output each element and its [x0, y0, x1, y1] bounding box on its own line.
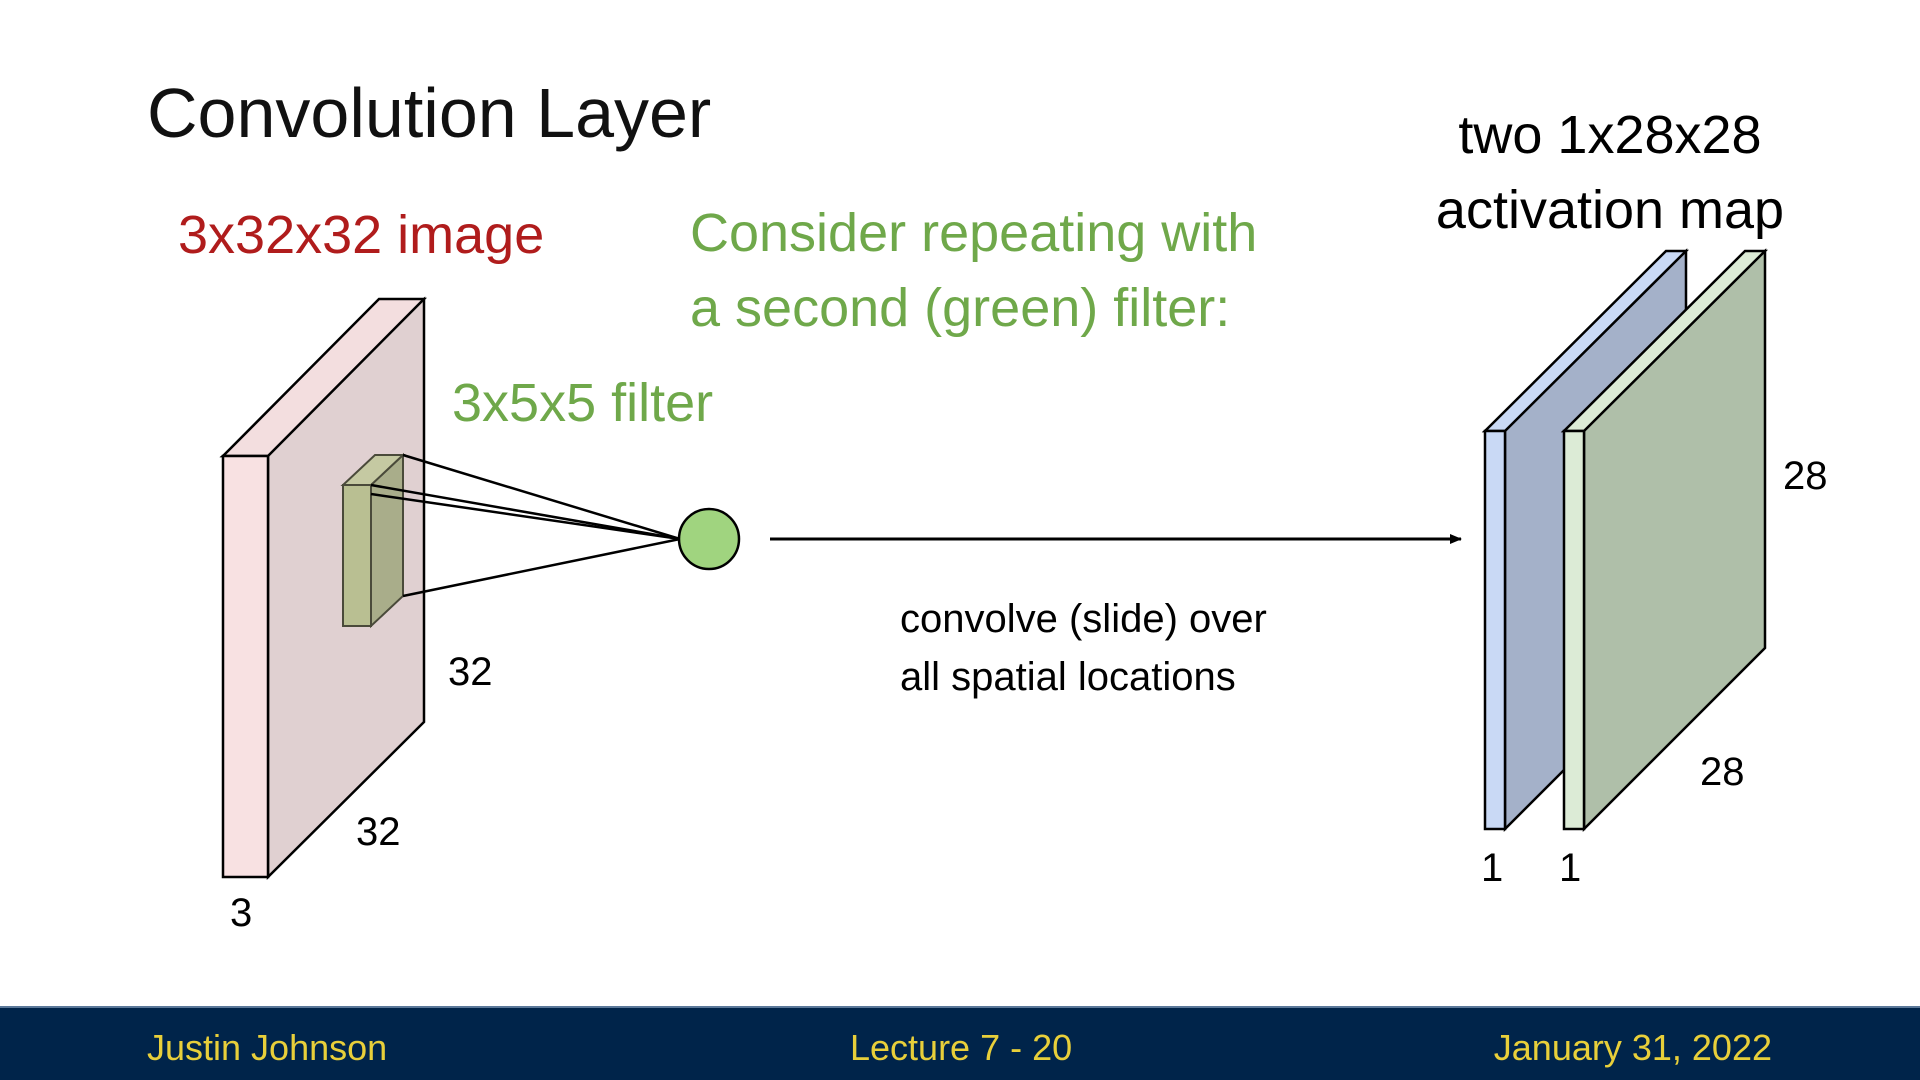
filter-connection-lines: [370, 453, 681, 598]
footer-lecture: Lecture 7 - 20: [850, 1027, 1073, 1068]
output-height-label: 28: [1783, 454, 1828, 498]
connection-line: [402, 453, 681, 541]
activation-map-label: two 1x28x28 activation map: [1390, 98, 1830, 248]
output-label-line-1: two 1x28x28: [1458, 105, 1762, 165]
output-width-label: 28: [1700, 750, 1745, 794]
convolve-note: convolve (slide) over all spatial locati…: [900, 590, 1267, 706]
activation-map-green: [1560, 248, 1769, 833]
slide-footer: Justin Johnson Lecture 7 - 20 January 31…: [0, 1006, 1920, 1080]
blue-map-depth-label: 1: [1481, 846, 1504, 890]
convolve-note-line-2: all spatial locations: [900, 655, 1236, 699]
neuron-circle: [677, 507, 741, 571]
connection-line: [402, 537, 681, 598]
convolution-diagram: [219, 248, 1769, 881]
green-map-depth-label: 1: [1559, 846, 1582, 890]
repeat-note-line-2: a second (green) filter:: [690, 278, 1231, 338]
connection-line: [370, 492, 681, 541]
input-height-label: 32: [448, 650, 493, 694]
filter-front-face: [342, 484, 372, 627]
convolve-note-line-1: convolve (slide) over: [900, 597, 1267, 641]
blue-map-front-edge: [1483, 429, 1507, 831]
connection-line: [370, 483, 681, 541]
input-depth-label: 3: [230, 891, 253, 935]
repeat-filter-note: Consider repeating with a second (green)…: [690, 196, 1257, 346]
footer-date: January 31, 2022: [1493, 1027, 1772, 1068]
input-image-label: 3x32x32 image: [178, 205, 545, 265]
slide-title: Convolution Layer: [147, 74, 712, 152]
repeat-note-line-1: Consider repeating with: [690, 203, 1258, 263]
filter-label: 3x5x5 filter: [452, 373, 714, 433]
output-label-line-2: activation map: [1435, 180, 1785, 240]
input-width-label: 32: [356, 810, 401, 854]
input-volume-front-face: [221, 454, 270, 879]
input-volume: [219, 296, 428, 881]
filter-volume: [340, 452, 406, 629]
footer-author: Justin Johnson: [147, 1027, 388, 1068]
green-map-front-edge: [1562, 429, 1586, 831]
